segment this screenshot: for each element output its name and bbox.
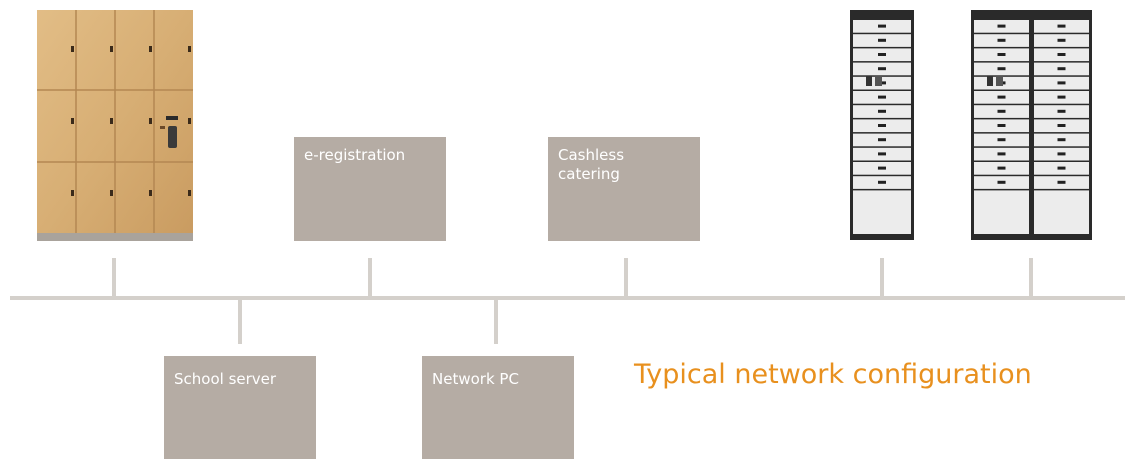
- network-pc-label: Network PC: [432, 370, 519, 388]
- double-steel-locker-cabinet-image: [971, 10, 1092, 240]
- steel-locker-connector: [880, 258, 884, 298]
- eregistration-box: e-registration: [294, 137, 446, 241]
- school-server-box: School server: [164, 356, 316, 459]
- diagram-caption: Typical network configuration: [634, 359, 1032, 390]
- school-server-label: School server: [174, 370, 277, 388]
- wooden-locker-bank-image: [37, 10, 193, 241]
- network-pc-box: Network PC: [422, 356, 574, 459]
- network-pc-connector: [494, 298, 498, 344]
- network-backbone-line: [10, 296, 1125, 300]
- cashless-catering-box: Cashless catering: [548, 137, 700, 241]
- school-server-connector: [238, 298, 242, 344]
- steel-locker-cabinet-image: [850, 10, 914, 240]
- cashless-catering-label: Cashless catering: [558, 146, 625, 183]
- eregistration-connector: [368, 258, 372, 298]
- wooden-locker-connector: [112, 258, 116, 298]
- double-steel-locker-connector: [1029, 258, 1033, 298]
- eregistration-label: e-registration: [304, 146, 406, 164]
- cashless-connector: [624, 258, 628, 298]
